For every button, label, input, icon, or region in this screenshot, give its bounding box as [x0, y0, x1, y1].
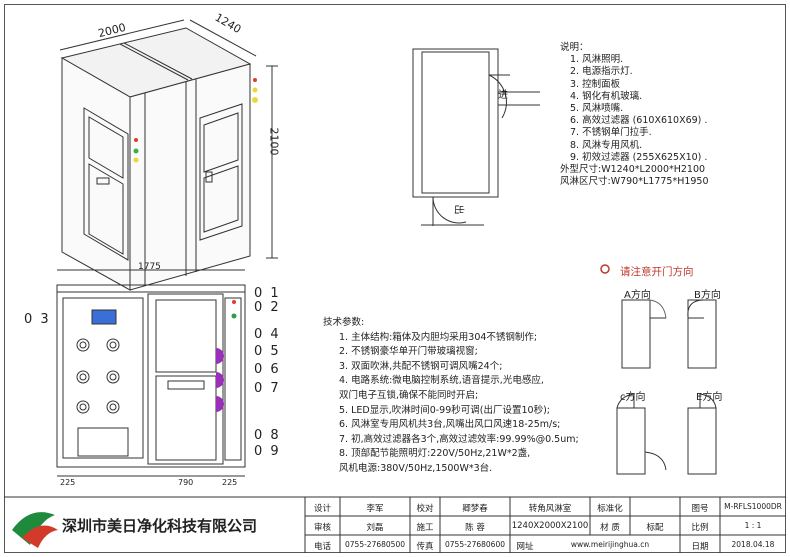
construction-label: 施工 [416, 523, 434, 533]
door-direction-sketches [616, 299, 717, 475]
yellow-indicator [252, 87, 258, 93]
check-label: 校对 [416, 504, 434, 514]
tech-item: 8. 顶部配节能照明灯:220V/50Hz,21W*2盏, [339, 448, 531, 460]
check-value: 卿梦春 [462, 504, 488, 514]
callout-08: 0 8 [254, 428, 281, 443]
tech-item: 7. 初,高效过滤器各3个,高效过滤效率:99.99%@0.5um; [339, 433, 579, 445]
review-label: 审核 [313, 523, 331, 533]
web-label: 网址 [516, 542, 534, 552]
callout-01: 0 1 [254, 286, 281, 301]
note-item: 2. 电源指示灯. [570, 66, 633, 78]
plan-view [412, 48, 540, 226]
date-value: 2018.04.18 [731, 540, 775, 549]
size-value: 1240X2000X2100 [511, 521, 589, 531]
status-light [231, 313, 237, 319]
note-item: 4. 钢化有机玻璃. [570, 90, 643, 102]
front-elevation [56, 269, 246, 477]
dim-height: 2100 [267, 127, 281, 156]
power-indicator [232, 300, 236, 304]
tech-item: 双门电子互锁,确保不能同时开启; [339, 389, 479, 401]
phone-label: 电话 [313, 542, 331, 552]
note-item: 9. 初效过滤器 (255X625X10) . [570, 151, 708, 163]
callout-07: 0 7 [254, 381, 281, 396]
door-direction-title: 请注意开门方向 [620, 266, 694, 278]
drawing-no: M-RFLS1000DR [724, 502, 782, 511]
tech-item: 1. 主体结构:箱体及内胆均采用304不锈钢制作; [339, 331, 538, 343]
outer-size: 外型尺寸:W1240*L2000*H2100 [560, 164, 706, 176]
dim-front-width: 1775 [138, 262, 161, 272]
tech-item: 6. 风淋室专用风机共3台,风嘴出风口风速18-25m/s; [339, 419, 561, 431]
note-item: 8. 风淋专用风机. [570, 139, 643, 151]
company-name: 深圳市美日净化科技有限公司 [62, 517, 258, 535]
tech-title: 技术参数: [323, 317, 365, 328]
nozzle-marker [216, 396, 224, 412]
note-item: 6. 高效过滤器 (610X610X69) . [570, 115, 708, 127]
notes-block: 说明： 1. 风淋照明. 2. 电源指示灯. 3. 控制面板 4. 钢化有机玻璃… [560, 42, 709, 188]
dim-bottom-left: 225 [60, 478, 76, 487]
direction-a: A方向 [624, 290, 651, 301]
tech-item: 4. 电路系统:微电脑控制系统,语音提示,光电感应, [339, 375, 544, 387]
note-item: 3. 控制面板 [570, 78, 621, 90]
review-value: 刘磊 [366, 523, 384, 533]
tech-item: 2. 不锈钢豪华单开门带玻璃视窗; [339, 346, 478, 358]
callout-02: 0 2 [254, 300, 281, 315]
std-label: 标准化 [597, 504, 623, 514]
construction-value: 陈 蓉 [465, 523, 485, 533]
direction-c: c方向 [620, 392, 646, 403]
tech-item: 3. 双面吹淋,共配不锈钢可调风嘴24个; [339, 360, 503, 372]
callout-09: 0 9 [254, 444, 281, 459]
fax-value: 0755-27680600 [445, 540, 505, 549]
green-lamp [133, 148, 139, 154]
material-label: 材 质 [600, 523, 620, 533]
tech-item: 5. LED显示,吹淋时间0-99秒可调(出厂设置10秒); [339, 404, 550, 416]
callout-05: 0 5 [254, 344, 281, 359]
drawing-no-label: 图号 [691, 504, 709, 514]
nozzle-marker [216, 348, 224, 364]
material-value: 标配 [646, 523, 664, 533]
design-label: 设计 [313, 504, 331, 514]
note-item: 7. 不锈钢单门拉手. [570, 127, 652, 139]
company-logo [12, 512, 58, 548]
date-label: 日期 [691, 542, 709, 552]
title-block-grid [4, 496, 786, 553]
inner-size: 风淋区尺寸:W790*L1775*H1950 [560, 176, 709, 188]
yellow-lamp-2 [133, 157, 139, 163]
direction-b: B方向 [694, 290, 721, 301]
attention-icon [600, 264, 610, 274]
dim-bottom-mid: 790 [178, 478, 194, 487]
scale-value: 1 : 1 [744, 521, 762, 530]
design-value: 李军 [366, 504, 384, 514]
enter-label: 进 [498, 90, 508, 101]
red-indicator [253, 78, 257, 82]
note-item: 5. 风淋喷嘴. [570, 103, 624, 115]
phone-value: 0755-27680500 [345, 540, 405, 549]
direction-e: E方向 [696, 392, 723, 403]
nozzle-marker [216, 372, 224, 388]
product-name: 转角风淋室 [528, 504, 572, 514]
note-item: 1. 风淋照明. [570, 54, 624, 66]
tech-params: 技术参数: 1. 主体结构:箱体及内胆均采用304不锈钢制作; 2. 不锈钢豪华… [323, 316, 579, 477]
callout-04: 0 4 [254, 327, 281, 342]
yellow-lamp [252, 97, 258, 103]
drawing-frame [4, 4, 786, 553]
callout-03: 0 3 [24, 312, 51, 327]
scale-label: 比例 [691, 523, 709, 533]
tech-item: 风机电源:380V/50Hz,1500W*3台. [339, 462, 493, 474]
callout-06: 0 6 [254, 362, 281, 377]
control-panel [91, 309, 117, 325]
web-value: www.meirijinghua.cn [570, 540, 650, 549]
red-lamp [134, 138, 138, 142]
fax-label: 传真 [416, 542, 434, 552]
exit-label: 出 [452, 204, 464, 215]
notes-title: 说明： [560, 42, 589, 53]
isometric-booth [59, 19, 278, 291]
dim-bottom-right: 225 [222, 478, 238, 487]
